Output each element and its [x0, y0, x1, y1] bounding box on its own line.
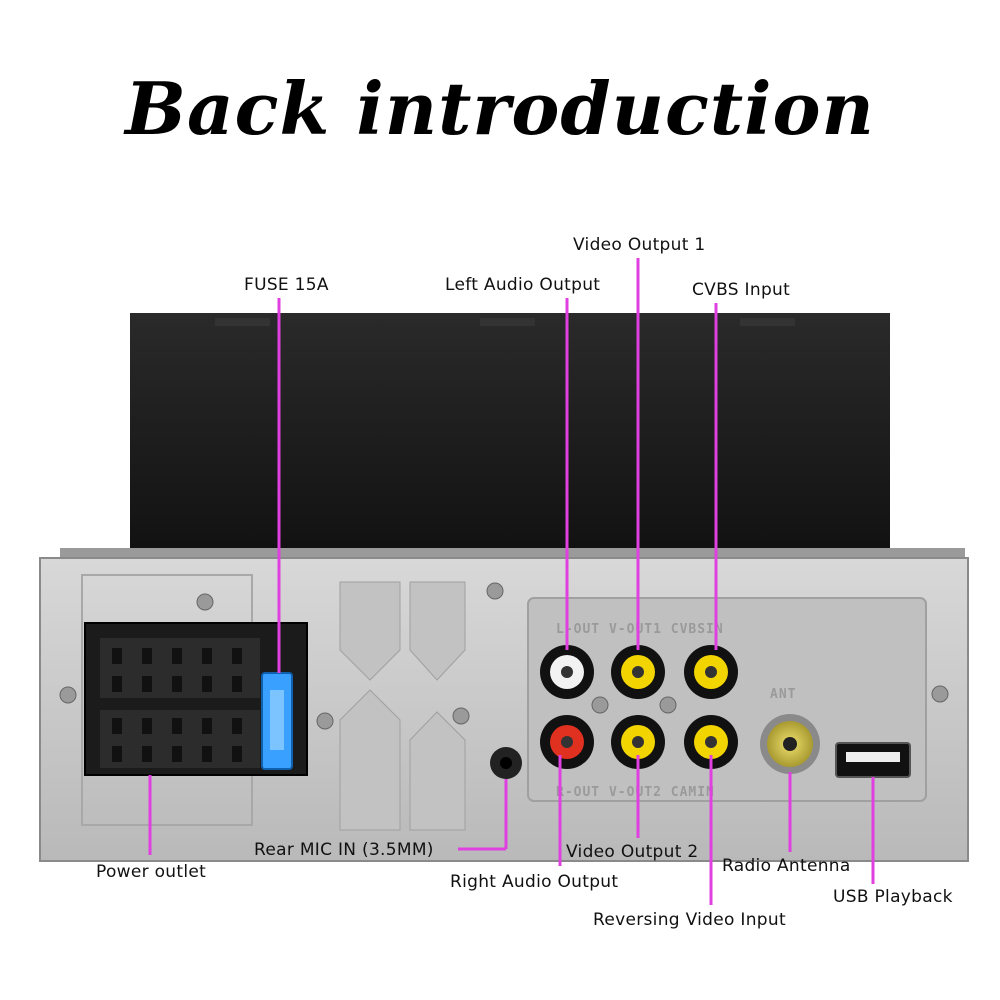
panel-top-text: L-OUT V-OUT1 CVBSIN [556, 622, 724, 637]
rca-cvbs-in [684, 645, 738, 699]
page-title: Back introduction [125, 66, 875, 151]
label-video-output-1: Video Output 1 [573, 235, 706, 255]
label-rear-mic-in: Rear MIC IN (3.5MM) [254, 840, 434, 860]
panel-ant-text: ANT [770, 687, 796, 702]
unit-housing [60, 313, 965, 564]
screws [59, 582, 949, 730]
rca-left-audio [540, 645, 594, 699]
panel-bottom-text: R-OUT V-OUT2 CAMIN [556, 785, 715, 800]
label-video-output-2: Video Output 2 [566, 842, 699, 862]
rca-video-out1 [611, 645, 665, 699]
antenna-socket [760, 714, 820, 774]
label-power-outlet: Power outlet [96, 862, 207, 882]
label-cvbs-input: CVBS Input [692, 280, 791, 300]
fuse [261, 672, 293, 770]
rca-reversing-video [684, 715, 738, 769]
rca-right-audio [540, 715, 594, 769]
label-fuse: FUSE 15A [244, 275, 329, 295]
label-reversing-video-input: Reversing Video Input [593, 910, 786, 930]
label-radio-antenna: Radio Antenna [722, 856, 851, 876]
label-usb-playback: USB Playback [833, 887, 953, 907]
mic-jack [490, 747, 522, 779]
label-right-audio-output: Right Audio Output [450, 872, 619, 892]
leader-lines [148, 258, 875, 905]
usb-port [835, 742, 911, 778]
rca-video-out2 [611, 715, 665, 769]
label-left-audio-output: Left Audio Output [445, 275, 601, 295]
